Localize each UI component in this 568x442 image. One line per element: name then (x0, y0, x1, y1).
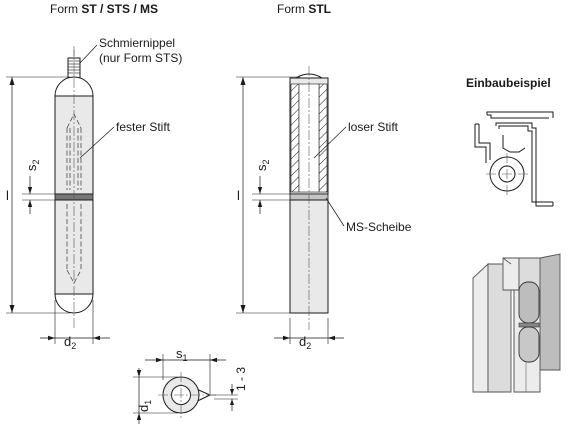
label-grease-nipple-1: Schmiernippel (99, 36, 175, 50)
lower-pin-hidden (66, 204, 82, 284)
installation-section-drawing (474, 111, 554, 207)
hinge-lower-knuckle-3d (518, 326, 540, 363)
dimension-d2-left: d2 (40, 300, 110, 351)
dimension-length-right: l (236, 76, 300, 314)
hinge-upper-knuckle-3d (518, 281, 540, 324)
dim-label-d2-right: d2 (299, 334, 311, 351)
dimension-1-3: 1 - 3 (210, 367, 248, 411)
dimension-d1: d1 (133, 368, 178, 424)
stl-hatch-right (318, 83, 328, 193)
dim-label-d2: d2 (64, 334, 76, 351)
title-installation-example: Einbaubeispiel (466, 76, 551, 90)
dim-label-l-right: l (237, 188, 240, 203)
leader-fixed-pin (79, 126, 115, 159)
installation-3d-illustration (472, 253, 561, 393)
dim-label-s2: s2 (24, 159, 41, 171)
hinge-form-st (54, 46, 94, 330)
stl-hatch-left (290, 83, 300, 193)
dimension-s2-right: s2 (252, 159, 290, 214)
dimension-s1: s1 (145, 346, 226, 394)
label-grease-nipple-2: (nur Form STS) (99, 51, 182, 65)
leader-ms-washer (325, 197, 345, 227)
dimension-length-left: l (6, 76, 70, 314)
cross-section-view (158, 372, 216, 420)
title-form-st: Form ST / STS / MS (50, 2, 158, 16)
dim-label-s1: s1 (176, 346, 188, 363)
hinge-form-stl (289, 66, 329, 330)
label-loose-pin: loser Stift (348, 120, 399, 134)
dim-label-l: l (6, 188, 9, 203)
dim-label-d1: d1 (136, 400, 153, 412)
leader-grease-nipple (79, 44, 98, 64)
label-ms-washer: MS-Scheibe (346, 220, 412, 234)
label-fixed-pin: fester Stift (116, 120, 171, 134)
dimension-s2-left: s2 (22, 159, 55, 214)
leader-loose-pin (313, 126, 347, 159)
dimension-d2-right: d2 (274, 318, 344, 351)
dim-label-1-3: 1 - 3 (234, 367, 248, 391)
title-form-stl: Form STL (277, 2, 331, 16)
dim-label-s2-right: s2 (254, 159, 271, 171)
